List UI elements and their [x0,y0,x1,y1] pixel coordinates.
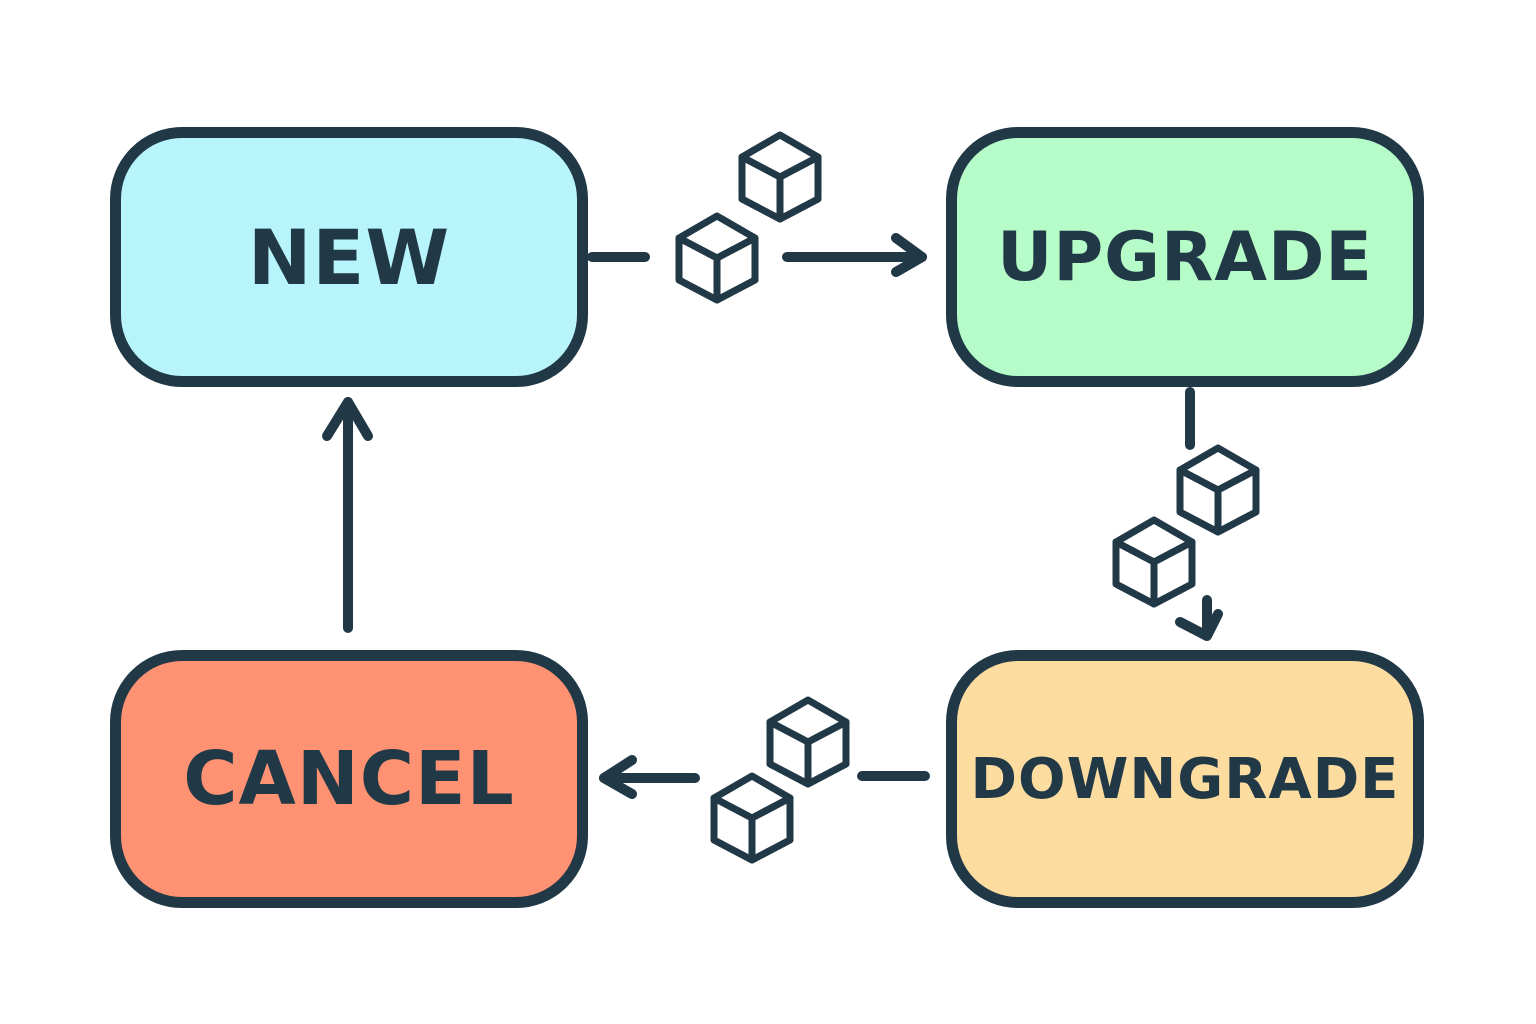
cube-icon [738,131,822,223]
arrowhead-right-icon [891,233,927,277]
cube-icon [766,696,850,788]
cube-icon [675,212,759,304]
edge-cancel-to-new [322,397,373,633]
node-cancel: CANCEL [110,650,588,908]
edge-downgrade-to-cancel [599,755,930,799]
arrowhead-down-icon [1175,609,1223,641]
cube-icon [710,772,794,864]
arrowhead-left-icon [599,755,637,799]
node-downgrade: DOWNGRADE [946,650,1424,908]
node-label: NEW [247,212,451,302]
cube-icon [1112,516,1196,608]
edge-new-to-upgrade [587,233,927,277]
node-upgrade: UPGRADE [946,127,1424,387]
node-label: DOWNGRADE [970,746,1400,812]
arrowhead-up-icon [322,397,373,441]
node-new: NEW [110,127,588,387]
cube-icon [1176,444,1260,536]
node-label: CANCEL [183,736,515,822]
node-label: UPGRADE [997,217,1373,297]
edge-upgrade-to-downgrade [1175,387,1223,641]
